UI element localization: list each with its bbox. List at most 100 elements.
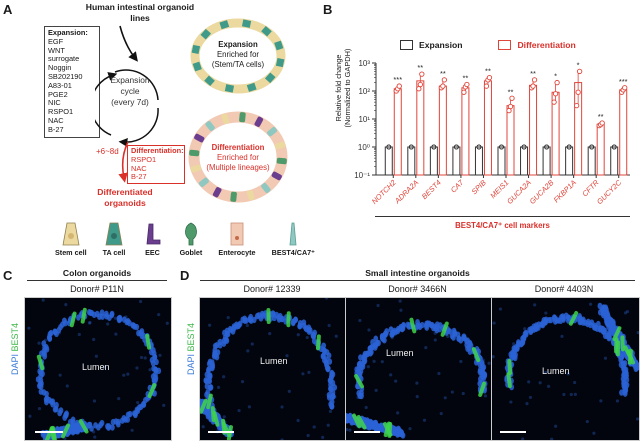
y-tick-label: 10²: [358, 87, 370, 96]
legend-differentiation-label: Differentiation: [517, 40, 576, 50]
nucleus: [386, 332, 390, 336]
nucleus: [117, 397, 121, 401]
micrograph-colon-p11n: Lumen: [24, 297, 172, 441]
best4-cell: [266, 308, 271, 325]
nucleus: [400, 432, 406, 439]
panel-c-letter: C: [3, 268, 13, 283]
x-tick-label: GUCY2C: [595, 178, 624, 207]
nucleus: [447, 328, 453, 335]
nucleus: [208, 323, 212, 327]
lineage-cell: [205, 121, 215, 131]
cycle-arc-top: [114, 69, 159, 101]
ta-cell-markers: [191, 19, 285, 93]
best4-cell: [478, 381, 487, 397]
ta-cell: [246, 82, 257, 92]
nucleus: [43, 338, 48, 342]
nucleus: [306, 433, 310, 438]
media-item: NIC: [48, 98, 61, 108]
nucleus: [492, 355, 495, 359]
nucleus: [346, 427, 349, 432]
nucleus: [139, 355, 144, 360]
stain-label-c: DAPI BEST4: [10, 323, 20, 375]
bar-expansion: [474, 146, 483, 176]
cycle-arc-right: [118, 107, 159, 147]
nucleus: [477, 380, 483, 387]
nucleus: [135, 366, 139, 370]
nucleus: [538, 381, 542, 385]
nucleus: [307, 370, 311, 374]
differentiation-organoid-illustration: [188, 111, 288, 203]
nucleus: [217, 338, 223, 346]
nucleus: [437, 371, 441, 376]
nucleus: [334, 334, 338, 338]
best4-cell: [286, 311, 291, 328]
nucleus: [533, 303, 537, 307]
best4-cell: [145, 333, 152, 350]
nucleus: [91, 430, 96, 434]
nucleus: [124, 318, 130, 326]
nucleus: [623, 311, 628, 315]
nucleus: [242, 315, 248, 322]
result-label-line: Differentiated: [97, 187, 153, 197]
nucleus: [91, 311, 97, 319]
differentiation-time-label: +6~8d: [96, 147, 119, 156]
differentiated-organoids-label: Differentiated organoids: [85, 187, 165, 209]
cycle-diagram: [95, 25, 159, 147]
cell-legend-label: Goblet: [179, 248, 203, 257]
nucleus: [389, 373, 393, 377]
nucleus: [592, 431, 596, 435]
nucleus: [357, 360, 363, 367]
colon-organoids-title: Colon organoids: [62, 268, 132, 278]
point-expansion: [521, 144, 527, 150]
nucleus: [156, 367, 162, 375]
point-differentiation: [599, 120, 605, 126]
expansion-organoid-label: Expansion Enriched for (Stem/TA cells): [205, 40, 271, 70]
nucleus: [311, 332, 317, 339]
nucleus: [416, 322, 422, 329]
nucleus: [332, 387, 336, 391]
nucleus: [383, 330, 388, 337]
lineage-cell: [189, 149, 200, 157]
ta-cell: [275, 57, 285, 68]
point-expansion: [566, 144, 572, 150]
point-differentiation: [464, 81, 470, 88]
nucleus: [38, 388, 44, 395]
nucleus: [527, 380, 531, 384]
bar-differentiation: [619, 89, 628, 176]
nucleus: [254, 316, 258, 320]
nucleus: [245, 323, 249, 328]
media-item: Noggin: [48, 63, 72, 73]
point-differentiation: [573, 102, 580, 109]
differentiation-organoid-line: (Multiple lineages): [206, 163, 270, 172]
nucleus: [138, 299, 143, 304]
nucleus: [93, 435, 97, 439]
media-item: B-27: [48, 124, 64, 134]
point-differentiation: [509, 95, 515, 101]
lineage-cell: [198, 177, 209, 187]
cell-type-icon: [289, 222, 297, 246]
nucleus: [483, 394, 488, 398]
nucleus: [393, 429, 397, 433]
nucleus: [332, 383, 336, 387]
nucleus: [390, 336, 394, 340]
donor-label: Donor# 4403N: [534, 284, 594, 294]
result-label-line: organoids: [104, 198, 146, 208]
nucleus: [110, 424, 115, 431]
best4-cell: [383, 421, 391, 438]
lumen-label: Lumen: [82, 362, 110, 372]
bar-expansion: [452, 146, 461, 176]
cycle-label-line: cycle: [120, 86, 140, 96]
best4-cell: [221, 418, 227, 435]
nucleus: [216, 339, 220, 344]
nucleus: [396, 411, 400, 415]
nucleus: [43, 344, 49, 351]
nucleus: [113, 418, 119, 425]
ta-cell: [261, 25, 272, 37]
lineage-cell: [194, 133, 205, 143]
bar-expansion: [542, 146, 551, 176]
best4-label: BEST4: [10, 322, 20, 352]
differentiation-organoid-ring: [188, 111, 288, 203]
nucleus: [329, 403, 335, 410]
